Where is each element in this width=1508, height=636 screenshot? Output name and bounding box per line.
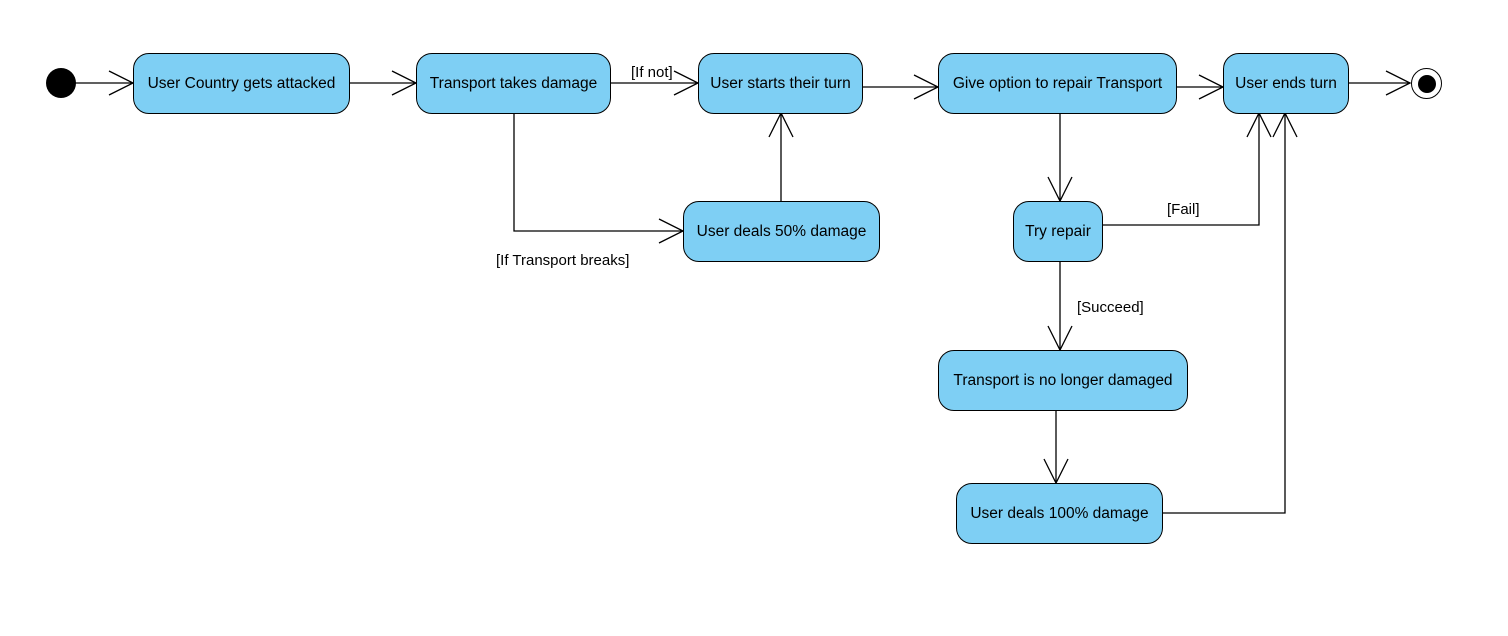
edge-no-longer-damaged-to-deals-100 <box>1043 410 1069 485</box>
node-user-starts-turn: User starts their turn <box>698 53 863 114</box>
node-repair-option: Give option to repair Transport <box>938 53 1177 114</box>
edge-try-repair-to-no-longer-damaged <box>1047 261 1073 352</box>
guard-if-transport-breaks: [If Transport breaks] <box>496 252 630 269</box>
node-deals-100-damage: User deals 100% damage <box>956 483 1163 544</box>
edge-start-to-attacked <box>75 70 135 96</box>
guard-succeed: [Succeed] <box>1077 299 1144 316</box>
guard-if-not: [If not] <box>631 64 673 81</box>
node-deals-50-damage: User deals 50% damage <box>683 201 880 262</box>
edge-starts-turn-to-repair-option <box>863 74 940 100</box>
edge-repair-option-to-try-repair <box>1047 113 1073 203</box>
edge-deals-100-to-ends-turn <box>1162 111 1298 514</box>
node-transport-takes-damage: Transport takes damage <box>416 53 611 114</box>
edge-ends-turn-to-end <box>1348 70 1412 96</box>
guard-fail: [Fail] <box>1167 201 1200 218</box>
edge-attacked-to-transport <box>350 70 418 96</box>
initial-node <box>46 68 76 98</box>
node-user-ends-turn: User ends turn <box>1223 53 1349 114</box>
node-try-repair: Try repair <box>1013 201 1103 262</box>
node-user-country-attacked: User Country gets attacked <box>133 53 350 114</box>
node-no-longer-damaged: Transport is no longer damaged <box>938 350 1188 411</box>
edge-transport-to-deals-50 <box>513 113 685 244</box>
final-node <box>1411 68 1442 99</box>
final-node-core <box>1417 74 1436 93</box>
edge-deals-50-to-starts-turn <box>768 111 794 201</box>
edge-repair-option-to-ends-turn <box>1177 74 1225 100</box>
